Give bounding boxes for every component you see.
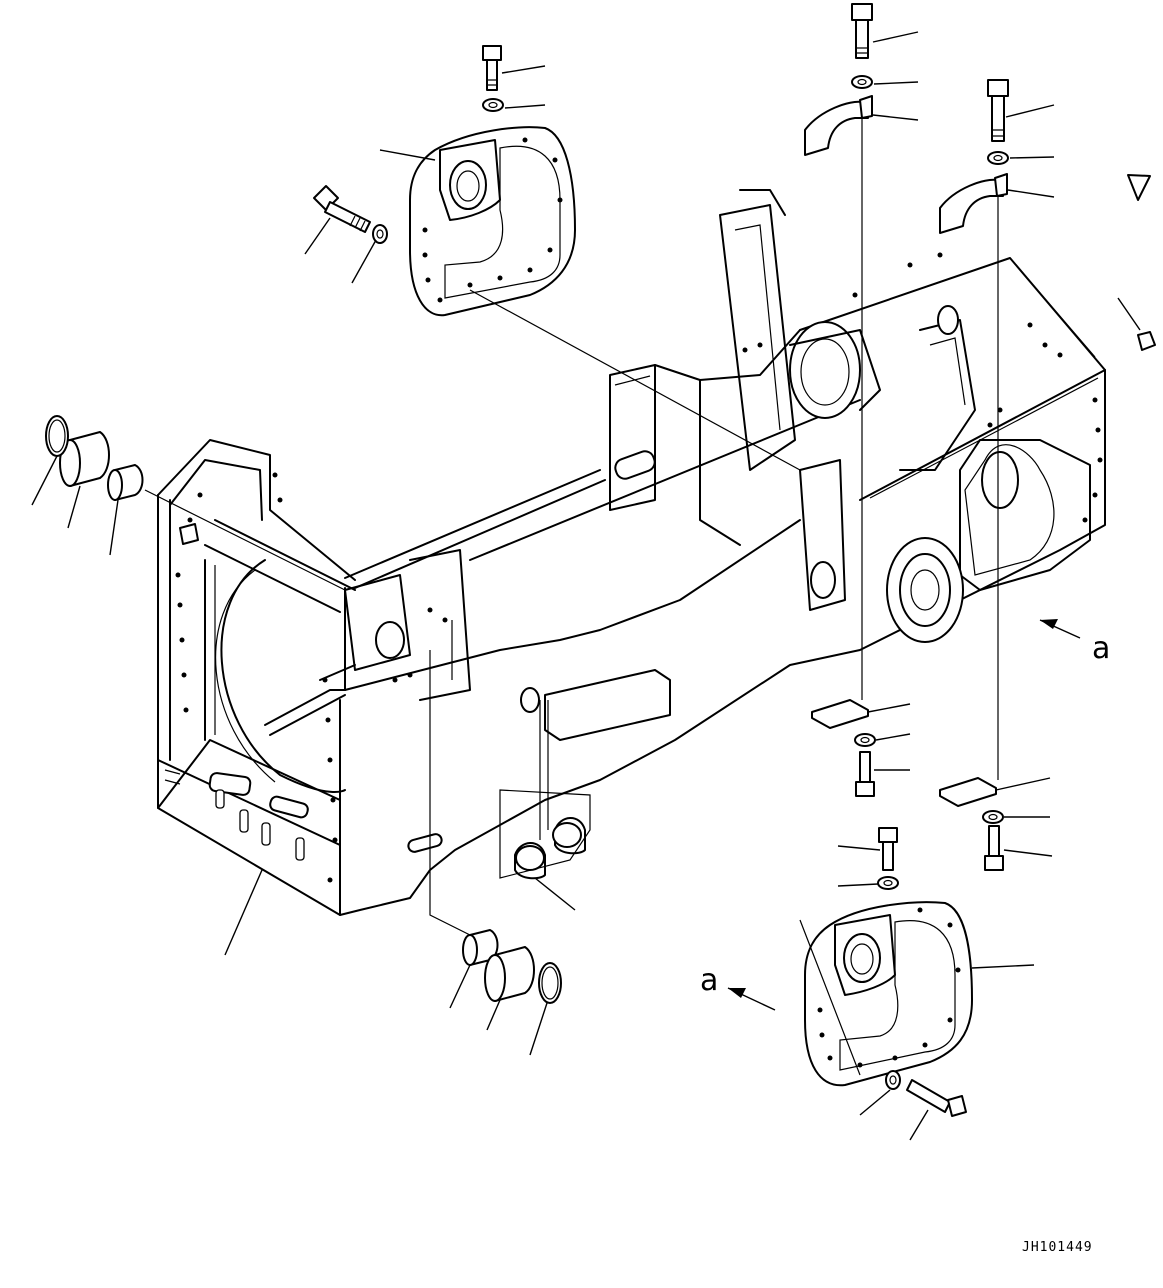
assembly-lines: [144, 118, 999, 1076]
rear-frame: [157, 189, 1106, 916]
view-a-lower-callout: a: [700, 963, 776, 1011]
leader-lines: [31, 31, 1141, 1141]
right-axle-bracket: [804, 901, 973, 1087]
view-a-right-label: a: [1092, 631, 1110, 666]
lock-clamps: [804, 95, 1008, 234]
washers: [372, 75, 1009, 1090]
view-a-right-callout: a: [1039, 619, 1110, 666]
snap-rings: [45, 415, 562, 1004]
drawing-number: JH101449: [1022, 1240, 1093, 1255]
left-axle-bracket: [409, 126, 576, 317]
mounting-bolts: [313, 3, 1009, 1117]
cover-plates: [811, 699, 997, 807]
view-a-lower-label: a: [700, 963, 718, 998]
bushings: [59, 431, 535, 1002]
frame-bolt-holes: [175, 252, 1103, 883]
pin-caps: [179, 174, 1156, 880]
